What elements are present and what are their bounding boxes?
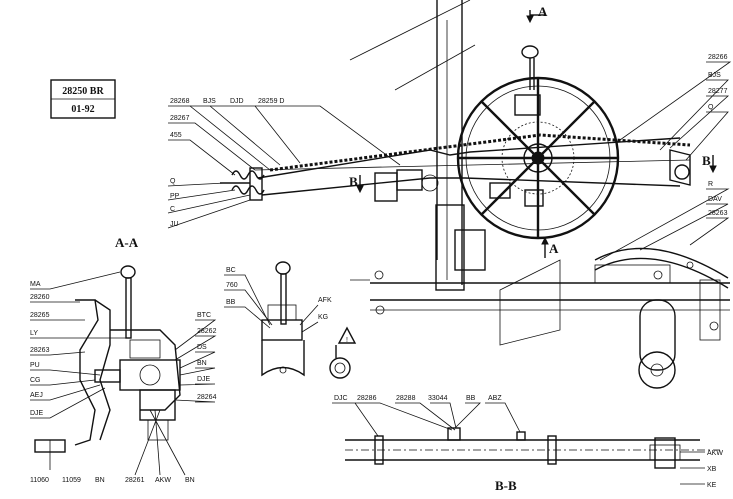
label-dav: DAV bbox=[708, 196, 722, 203]
section-bb-view: B-B bbox=[345, 427, 720, 493]
middle-assembly bbox=[261, 261, 305, 377]
section-aa-title: A-A bbox=[115, 235, 139, 250]
label-28259d: 28259 D bbox=[258, 98, 284, 105]
label-pu: PU bbox=[30, 362, 40, 369]
handwheel-icon bbox=[456, 76, 620, 240]
label-28264: 28264 bbox=[197, 394, 217, 401]
label-djd: DJD bbox=[230, 98, 244, 105]
label-kg: KG bbox=[318, 314, 328, 321]
label-bjs-right: BJS bbox=[708, 72, 721, 79]
label-ke: KE bbox=[707, 482, 717, 489]
label-cg: CG bbox=[30, 377, 41, 384]
label-ds: DS bbox=[197, 344, 207, 351]
label-28268: 28268 bbox=[170, 98, 190, 105]
shaft-assembly bbox=[220, 133, 691, 202]
label-28262: 28262 bbox=[197, 328, 217, 335]
leader-lines bbox=[30, 61, 732, 485]
title-block: 28250 BR 01-92 bbox=[50, 79, 116, 119]
label-bc: BC bbox=[226, 267, 236, 274]
label-dje-mid: DJE bbox=[197, 376, 211, 383]
label-xb: XB bbox=[707, 466, 717, 473]
label-dje-left: DJE bbox=[30, 410, 44, 417]
label-28267: 28267 bbox=[170, 115, 190, 122]
part-labels: 28268 BJS DJD 28259 D 28267 455 Q PP C J… bbox=[30, 54, 728, 489]
machine-frame bbox=[349, 0, 730, 389]
label-28286: 28286 bbox=[357, 395, 377, 402]
label-akw-bottom: AKW bbox=[155, 477, 171, 484]
title-block-code: 28250 BR bbox=[62, 86, 104, 97]
label-aej: AEJ bbox=[30, 392, 43, 399]
label-28288: 28288 bbox=[396, 395, 416, 402]
label-akw-right: AKW bbox=[707, 450, 723, 457]
label-ju: JU bbox=[170, 221, 179, 228]
label-ma: MA bbox=[30, 281, 41, 288]
lever-knob-icon bbox=[521, 45, 539, 90]
curved-guard bbox=[594, 247, 729, 289]
label-q-right: Q bbox=[708, 104, 714, 111]
label-33044: 33044 bbox=[428, 395, 448, 402]
label-pp: PP bbox=[170, 193, 180, 200]
label-28266: 28266 bbox=[708, 54, 728, 61]
label-bjs-top: BJS bbox=[203, 98, 216, 105]
label-r: R bbox=[708, 181, 713, 188]
label-455: 455 bbox=[170, 132, 182, 139]
label-28260: 28260 bbox=[30, 294, 50, 301]
label-afk: AFK bbox=[318, 297, 332, 304]
label-28263-right: 28263 bbox=[708, 210, 728, 217]
label-bn-bottom: BN bbox=[95, 477, 105, 484]
label-bn-bottom2: BN bbox=[185, 477, 195, 484]
spring-icon bbox=[231, 170, 265, 195]
title-block-date: 01-92 bbox=[71, 104, 94, 115]
label-bn-mid: BN bbox=[197, 360, 207, 367]
label-11060: 11060 bbox=[30, 477, 49, 484]
label-djc: DJC bbox=[334, 395, 348, 402]
label-28265: 28265 bbox=[30, 312, 50, 319]
label-bb-section: BB bbox=[466, 395, 476, 402]
label-ly: LY bbox=[30, 330, 38, 337]
label-c: C bbox=[170, 206, 175, 213]
section-bb-title: B-B bbox=[495, 478, 517, 493]
warning-symbol: ! bbox=[346, 337, 348, 344]
label-btc: BTC bbox=[197, 312, 211, 319]
label-abz: ABZ bbox=[488, 395, 502, 402]
label-28277: 28277 bbox=[708, 88, 728, 95]
section-markers: A A B B bbox=[349, 4, 717, 258]
label-28261: 28261 bbox=[125, 477, 145, 484]
section-a-bottom: A bbox=[549, 241, 559, 256]
section-a-top: A bbox=[538, 4, 548, 19]
section-b-left: B bbox=[349, 174, 358, 189]
section-b-right: B bbox=[702, 153, 711, 168]
warning-triangle-icon: ! bbox=[329, 326, 357, 379]
label-bb-mid: BB bbox=[226, 299, 236, 306]
label-11059: 11059 bbox=[62, 477, 81, 484]
label-q-left: Q bbox=[170, 178, 176, 185]
label-760: 760 bbox=[226, 282, 238, 289]
section-aa-view: A-A bbox=[34, 235, 181, 470]
label-28263-left: 28263 bbox=[30, 347, 50, 354]
